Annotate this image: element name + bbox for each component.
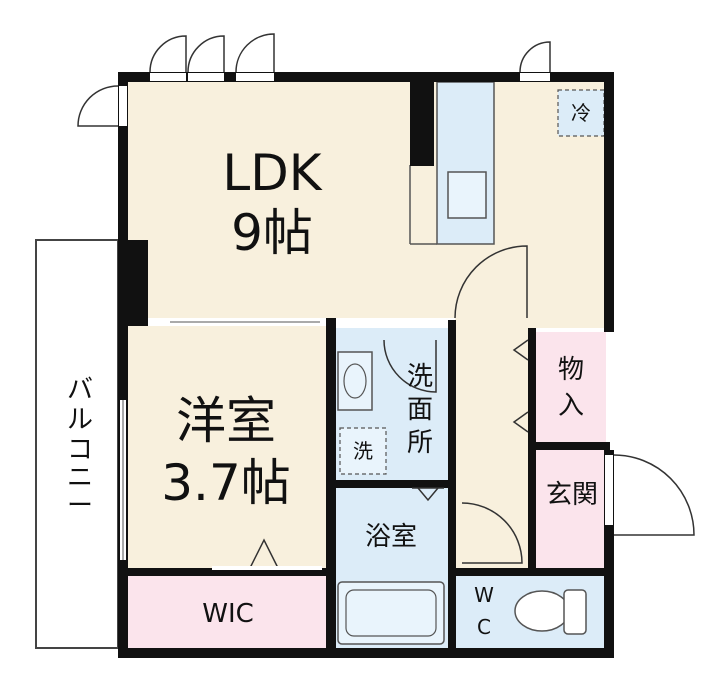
kitchen-sink [447,171,487,219]
hallway [455,326,530,568]
kitchen-counter [436,81,495,245]
entrance-room [536,450,606,568]
storage-char-2: 入 [558,391,584,421]
bedroom-label: 洋室 [176,392,276,450]
balcony [35,239,119,649]
fridge-space [557,89,605,137]
toilet-char-1: W [474,583,494,607]
wic-label: WIC [202,599,254,629]
wash-basin [337,351,373,411]
washroom-char-1: 洗 [407,362,433,392]
washer-label: 洗 [353,439,373,463]
toilet-tank [563,589,587,635]
toilet-char-2: C [477,615,491,639]
toilet-bowl [514,590,570,632]
storage-room [536,332,606,442]
balcony-char-1: バ [67,375,93,405]
bathtub [337,581,445,645]
balcony-char-4: ニ [67,463,93,493]
entrance-label: 玄関 [546,480,598,510]
ldk-room [126,80,606,328]
ldk-label: LDK [222,144,322,202]
wic-room [126,574,328,648]
ldk-size: 9帖 [231,204,313,262]
balcony-char-5: ー [67,491,93,521]
bathroom-label: 浴室 [365,522,417,552]
bedroom-room [126,326,328,568]
washer-space [339,427,387,475]
washroom-char-2: 面 [407,395,433,425]
bedroom-size: 3.7帖 [161,454,291,512]
storage-char-1: 物 [558,355,584,385]
balcony-char-3: コ [67,435,93,465]
washroom-char-3: 所 [407,428,433,458]
balcony-char-2: ル [67,405,93,435]
fridge-label: 冷 [571,101,591,125]
